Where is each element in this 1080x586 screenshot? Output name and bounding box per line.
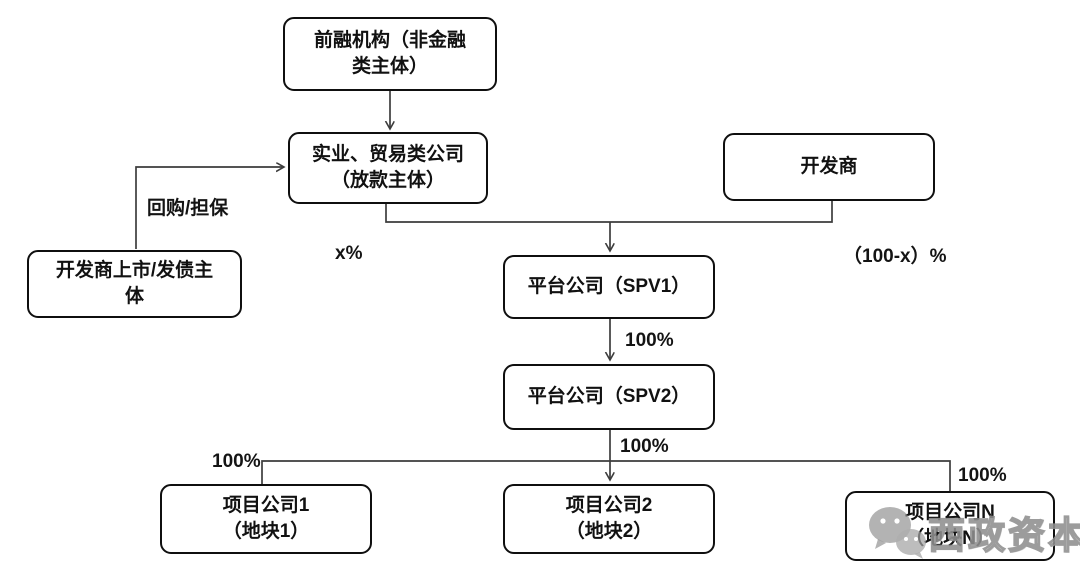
node-label-line: 项目公司2 [565,495,653,516]
node-project-company-2: 项目公司2 （地块2） [503,484,715,554]
node-project-company-1: 项目公司1 （地块1） [160,484,372,554]
edge-label-100-percent-projectN: 100% [958,465,1007,486]
connector-shareholders-bus [385,201,833,223]
node-label-line: 前融机构（非金融 [313,30,466,51]
node-label-line: 平台公司（SPV1） [527,276,691,297]
node-label: 开发商上市/发债主 体 [56,258,213,310]
node-developer-listed-entity: 开发商上市/发债主 体 [27,250,242,318]
node-label-line: 类主体） [351,56,428,77]
connector-guarantee [135,167,284,249]
node-label-line: 实业、贸易类公司 [311,144,464,165]
connector-projects-bus [261,460,951,491]
edge-label-100-percent-spv2-project2: 100% [620,436,669,457]
node-label-line: （地块2） [565,521,653,542]
node-spv1: 平台公司（SPV1） [503,255,715,319]
node-label: 平台公司（SPV2） [528,384,691,410]
node-spv2: 平台公司（SPV2） [503,364,715,430]
node-pre-financing-institution: 前融机构（非金融 类主体） [283,17,497,91]
node-label-line: （放款主体） [330,170,445,191]
node-label-line: 平台公司（SPV2） [527,386,691,407]
node-label-line: 开发商 [800,156,858,177]
node-label-line: 开发商上市/发债主 [55,260,214,281]
node-label: 项目公司2 （地块2） [566,493,653,545]
node-label-line: 项目公司N [905,502,995,523]
node-label: 前融机构（非金融 类主体） [314,28,466,80]
node-label: 项目公司1 （地块1） [223,493,310,545]
edge-label-x-percent: x% [335,243,363,264]
edge-label-repurchase-guarantee: 回购/担保 [147,198,229,219]
node-developer: 开发商 [723,133,935,201]
node-label: 开发商 [800,154,857,180]
edge-label-100-percent-project1: 100% [212,451,261,472]
node-industrial-trading-company: 实业、贸易类公司 （放款主体） [288,132,488,204]
node-label: 项目公司N （地块N） [905,500,995,552]
node-label-line: （地块1） [222,521,310,542]
edge-label-100-percent-spv1-spv2: 100% [625,330,674,351]
node-label-line: （地块N） [905,528,995,549]
node-label-line: 项目公司1 [222,495,310,516]
node-project-company-n: 项目公司N （地块N） [845,491,1055,561]
edge-label-100-minus-x-percent: （100-x）% [843,246,947,267]
node-label: 平台公司（SPV1） [528,274,691,300]
node-label-line: 体 [124,286,144,307]
node-label: 实业、贸易类公司 （放款主体） [312,142,464,194]
